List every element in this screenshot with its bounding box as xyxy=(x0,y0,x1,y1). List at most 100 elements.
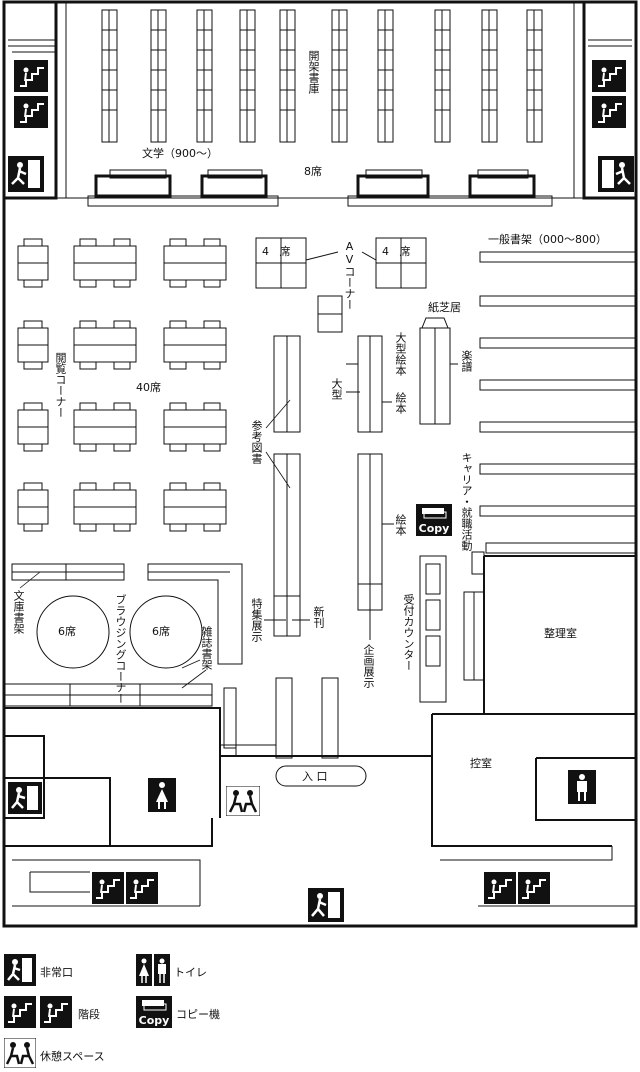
reading-table xyxy=(113,523,131,532)
reading-table xyxy=(23,443,43,452)
reading-table xyxy=(169,402,187,411)
reading-table xyxy=(23,523,43,532)
reading-corner-label: 閲覧コーナー xyxy=(54,352,67,418)
seats-6-label: 6席 xyxy=(58,625,76,638)
reading-table xyxy=(169,361,187,370)
reading-table xyxy=(113,320,131,329)
reading-table xyxy=(203,523,221,532)
reading-table xyxy=(113,361,131,370)
browsing-corner xyxy=(3,563,339,759)
reading-table xyxy=(169,482,187,491)
reading-table xyxy=(79,482,97,491)
reading-tables xyxy=(17,238,227,532)
reading-table xyxy=(169,523,187,532)
copier-icon: Copy xyxy=(416,504,452,540)
reading-table xyxy=(203,402,221,411)
picture-books-label: 絵本 xyxy=(394,392,407,414)
reading-table xyxy=(79,279,97,288)
central-shelves xyxy=(264,317,458,640)
large-picture-label: 大型絵本 xyxy=(394,332,407,376)
new-books-label: 新刊 xyxy=(312,606,325,628)
bunko-label: 文庫書架 xyxy=(12,590,25,634)
stairs-icon xyxy=(14,60,48,96)
reading-table xyxy=(203,238,221,247)
legend-copier: コピー機 xyxy=(176,1008,220,1021)
sorting-room-label: 整理室 xyxy=(544,627,577,640)
stairs-icon xyxy=(4,996,36,1032)
reading-table xyxy=(79,402,97,411)
emergency-exit-icon xyxy=(8,156,44,196)
entrance-label: 入 口 xyxy=(302,770,328,783)
reading-table xyxy=(79,320,97,329)
emergency-exit-icon xyxy=(598,156,634,196)
rest-space-icon xyxy=(225,785,261,820)
sheet-music-label: 楽譜 xyxy=(460,350,473,372)
toilet-male-icon xyxy=(568,770,596,808)
reading-table xyxy=(113,238,131,247)
av-corner-label: 4 席 xyxy=(262,245,291,258)
reading-table xyxy=(79,523,97,532)
reading-table xyxy=(79,238,97,247)
career-label: キャリア・就職活動 xyxy=(460,452,473,551)
waiting-room-label: 控室 xyxy=(470,757,492,770)
entrance-sign xyxy=(275,765,367,787)
toilet-male-icon xyxy=(154,954,170,990)
av-corner-label: AVコーナー xyxy=(343,240,356,310)
reading-table xyxy=(169,320,187,329)
reading-table xyxy=(203,279,221,288)
kamishibai-label: 紙芝居 xyxy=(428,301,461,314)
reading-table xyxy=(203,361,221,370)
seats-40-label: 40席 xyxy=(136,381,161,394)
reading-table xyxy=(203,320,221,329)
large-label: 大型 xyxy=(330,378,343,400)
emergency-exit-icon xyxy=(308,888,344,926)
reading-table xyxy=(23,320,43,329)
toilet-female-icon xyxy=(148,778,176,816)
general-shelves-label: 一般書架（000〜800） xyxy=(488,233,607,246)
reading-table xyxy=(203,443,221,452)
emergency-exit-icon xyxy=(4,954,36,990)
stairs-icon xyxy=(126,872,158,908)
emergency-exit-icon xyxy=(8,782,42,818)
reading-table xyxy=(113,402,131,411)
legend-stairs: 階段 xyxy=(78,1008,100,1021)
stairs-icon xyxy=(518,872,550,908)
stack-shelf-group xyxy=(101,9,543,143)
legend-emergency-exit: 非常口 xyxy=(40,966,73,979)
reading-table xyxy=(113,279,131,288)
copier-icon: Copy xyxy=(136,996,172,1032)
legend-rest-space: 休憩スペース xyxy=(40,1050,105,1063)
reading-table xyxy=(169,443,187,452)
reading-table xyxy=(169,279,187,288)
reading-table xyxy=(23,279,43,288)
reading-table xyxy=(23,238,43,247)
reception-counter xyxy=(419,551,485,703)
seats-6-label: 6席 xyxy=(152,625,170,638)
reading-table xyxy=(169,238,187,247)
reading-table xyxy=(79,443,97,452)
stairs-icon xyxy=(40,996,72,1032)
stairs-icon xyxy=(592,60,626,96)
legend-toilet: トイレ xyxy=(174,966,207,979)
planning-label: 企画展示 xyxy=(362,644,375,688)
toilet-female-icon xyxy=(136,954,152,990)
reading-table xyxy=(79,361,97,370)
reading-table xyxy=(203,482,221,491)
seats-8-label: 8席 xyxy=(304,165,322,178)
browsing-label: ブラウジングコーナー xyxy=(114,594,127,704)
stairs-icon xyxy=(592,96,626,132)
stairs-icon xyxy=(484,872,516,908)
reading-table xyxy=(23,361,43,370)
av-corner xyxy=(255,237,427,333)
stairs-icon xyxy=(14,96,48,132)
rest-space-icon xyxy=(3,1037,37,1072)
literature-label: 文学（900〜） xyxy=(142,147,218,160)
av-corner-label: 4 席 xyxy=(382,245,411,258)
reading-table xyxy=(113,482,131,491)
reference-label: 参考図書 xyxy=(250,420,263,464)
reading-table xyxy=(23,402,43,411)
reception-label: 受付カウンター xyxy=(402,594,415,671)
open-stacks-label: 開架書庫 xyxy=(307,50,320,94)
general-shelves xyxy=(479,251,637,554)
reading-table xyxy=(113,443,131,452)
